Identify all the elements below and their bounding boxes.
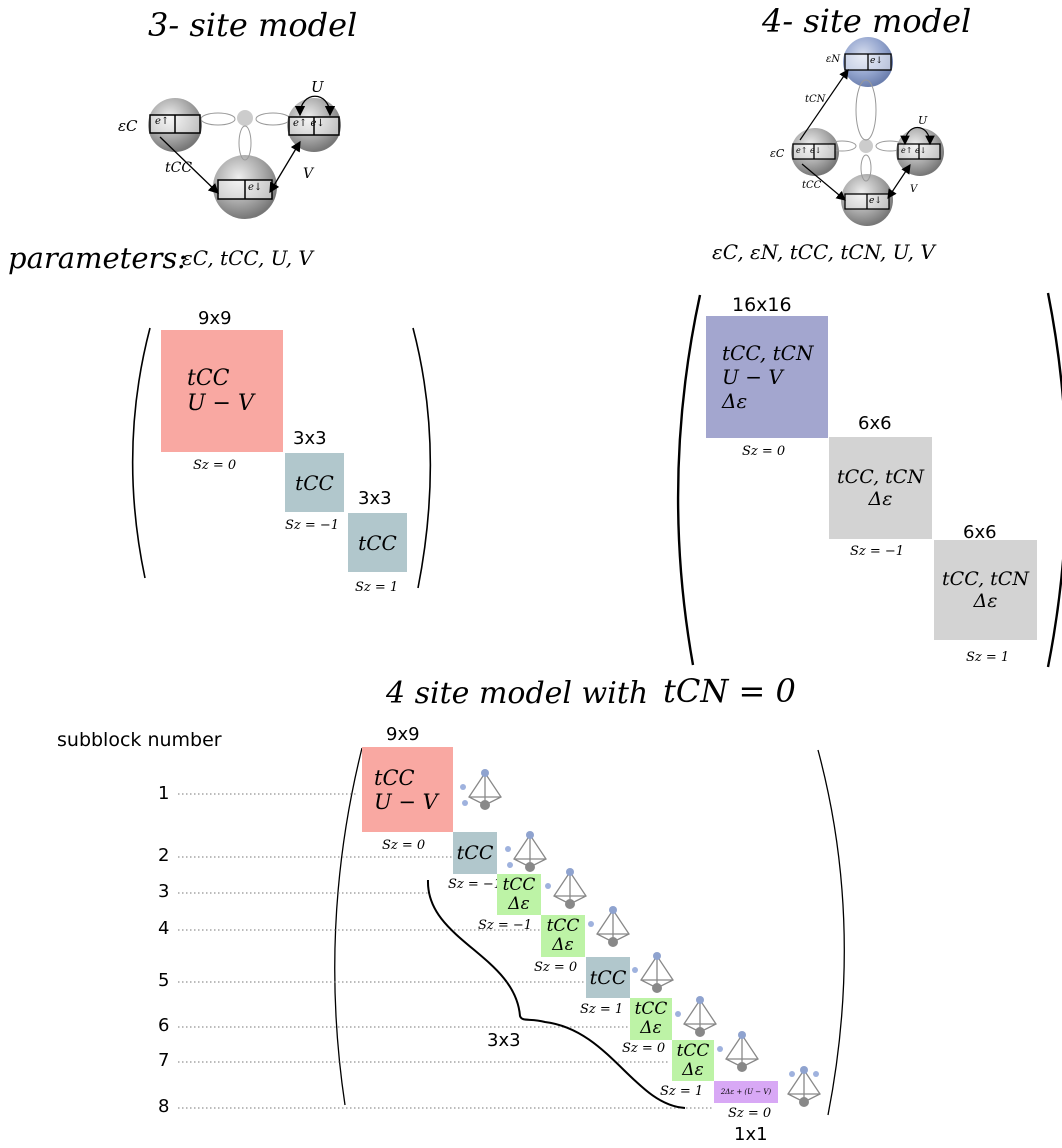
sz-label: Sz = 0: [622, 1041, 666, 1056]
t-cc-label: tCC: [165, 160, 193, 176]
eps-c-label: εC: [770, 147, 785, 160]
parameters-list: εC, tCC, U, V: [182, 246, 313, 270]
spin-label: e↓: [869, 196, 882, 206]
subblock-number: 1: [158, 783, 170, 804]
subblock-number: 7: [158, 1050, 170, 1071]
block-size-label: 3x3: [293, 428, 327, 449]
subblock-number: 8: [158, 1096, 170, 1117]
v-label: V: [303, 166, 314, 182]
eps-n-label: εN: [826, 54, 841, 65]
eps-c-label: εC: [118, 117, 138, 135]
block-size-label: 6x6: [963, 522, 997, 543]
block-size-label: 9x9: [386, 724, 420, 745]
spin-label: e↑ e↓: [293, 118, 325, 129]
matrix-block: tCC: [285, 453, 344, 512]
matrix-bracket-left-bottom: [334, 747, 363, 1106]
block-size-label: 9x9: [198, 308, 232, 329]
block-size-label: 6x6: [858, 413, 892, 434]
sz-label: Sz = −1: [448, 877, 503, 892]
sz-label: Sz = 1: [355, 580, 399, 595]
matrix-bracket-right-4site: [1046, 292, 1062, 668]
leader-lines: [178, 793, 712, 1109]
sz-label: Sz = 1: [966, 650, 1010, 665]
matrix-block: tCC: [586, 957, 630, 998]
spin-label: e↑: [155, 116, 170, 127]
sz-label: Sz = −1: [285, 518, 340, 533]
three-site-molecule: [148, 95, 341, 219]
spin-label: e↓: [248, 182, 263, 193]
spin-label: e↓: [870, 56, 883, 66]
block-size-label: 16x16: [732, 294, 792, 316]
sz-label: Sz = −1: [850, 544, 905, 559]
sz-label: Sz = 0: [728, 1106, 772, 1121]
four-site-title: 4- site model: [762, 2, 972, 40]
parameters-list-4site: εC, εN, tCC, tCN, U, V: [712, 240, 935, 264]
matrix-bracket-left-4site: [676, 294, 702, 666]
curly-brace-3x3: [426, 879, 686, 1109]
subblock-header: subblock number: [57, 729, 222, 751]
t-cn-label: tCN: [805, 94, 826, 105]
brace-size-label: 3x3: [487, 1030, 521, 1051]
subblock-number: 2: [158, 845, 170, 866]
subblock-number: 4: [158, 918, 170, 939]
three-site-title: 3- site model: [148, 6, 358, 44]
t-cc-label: tCC: [802, 180, 822, 191]
matrix-block: 2Δε + (U − V): [714, 1081, 778, 1103]
subblock-number: 6: [158, 1015, 170, 1036]
tetrahedron-icons: [460, 769, 821, 1107]
bottom-title: 4 site model with: [386, 676, 649, 711]
matrix-bracket-right: [412, 327, 432, 589]
block-size-label: 3x3: [358, 488, 392, 509]
sz-label: Sz = 0: [742, 444, 786, 459]
sz-label: Sz = 1: [580, 1002, 624, 1017]
matrix-block: tCC: [453, 832, 497, 874]
subblock-number: 3: [158, 881, 170, 902]
spin-label: e↑ e↓: [796, 146, 822, 155]
block-size-label: 1x1: [734, 1124, 768, 1145]
sz-label: Sz = 1: [660, 1084, 704, 1099]
sz-label: Sz = 0: [193, 458, 237, 473]
subblock-number: 5: [158, 970, 170, 991]
spin-label: e↑ e↓: [901, 146, 927, 155]
parameters-label: parameters:: [8, 241, 187, 275]
sz-label: Sz = −1: [478, 918, 533, 933]
v-label: V: [910, 184, 918, 195]
matrix-bracket-right-bottom: [817, 749, 845, 1116]
four-site-molecule: [791, 37, 944, 226]
sz-label: Sz = 0: [382, 838, 426, 853]
matrix-bracket-left: [131, 327, 151, 579]
u-label: U: [311, 78, 324, 96]
bottom-title-math: tCN = 0: [663, 672, 796, 710]
sz-label: Sz = 0: [534, 960, 578, 975]
matrix-block: tCC: [348, 513, 407, 572]
u-label: U: [918, 114, 928, 127]
